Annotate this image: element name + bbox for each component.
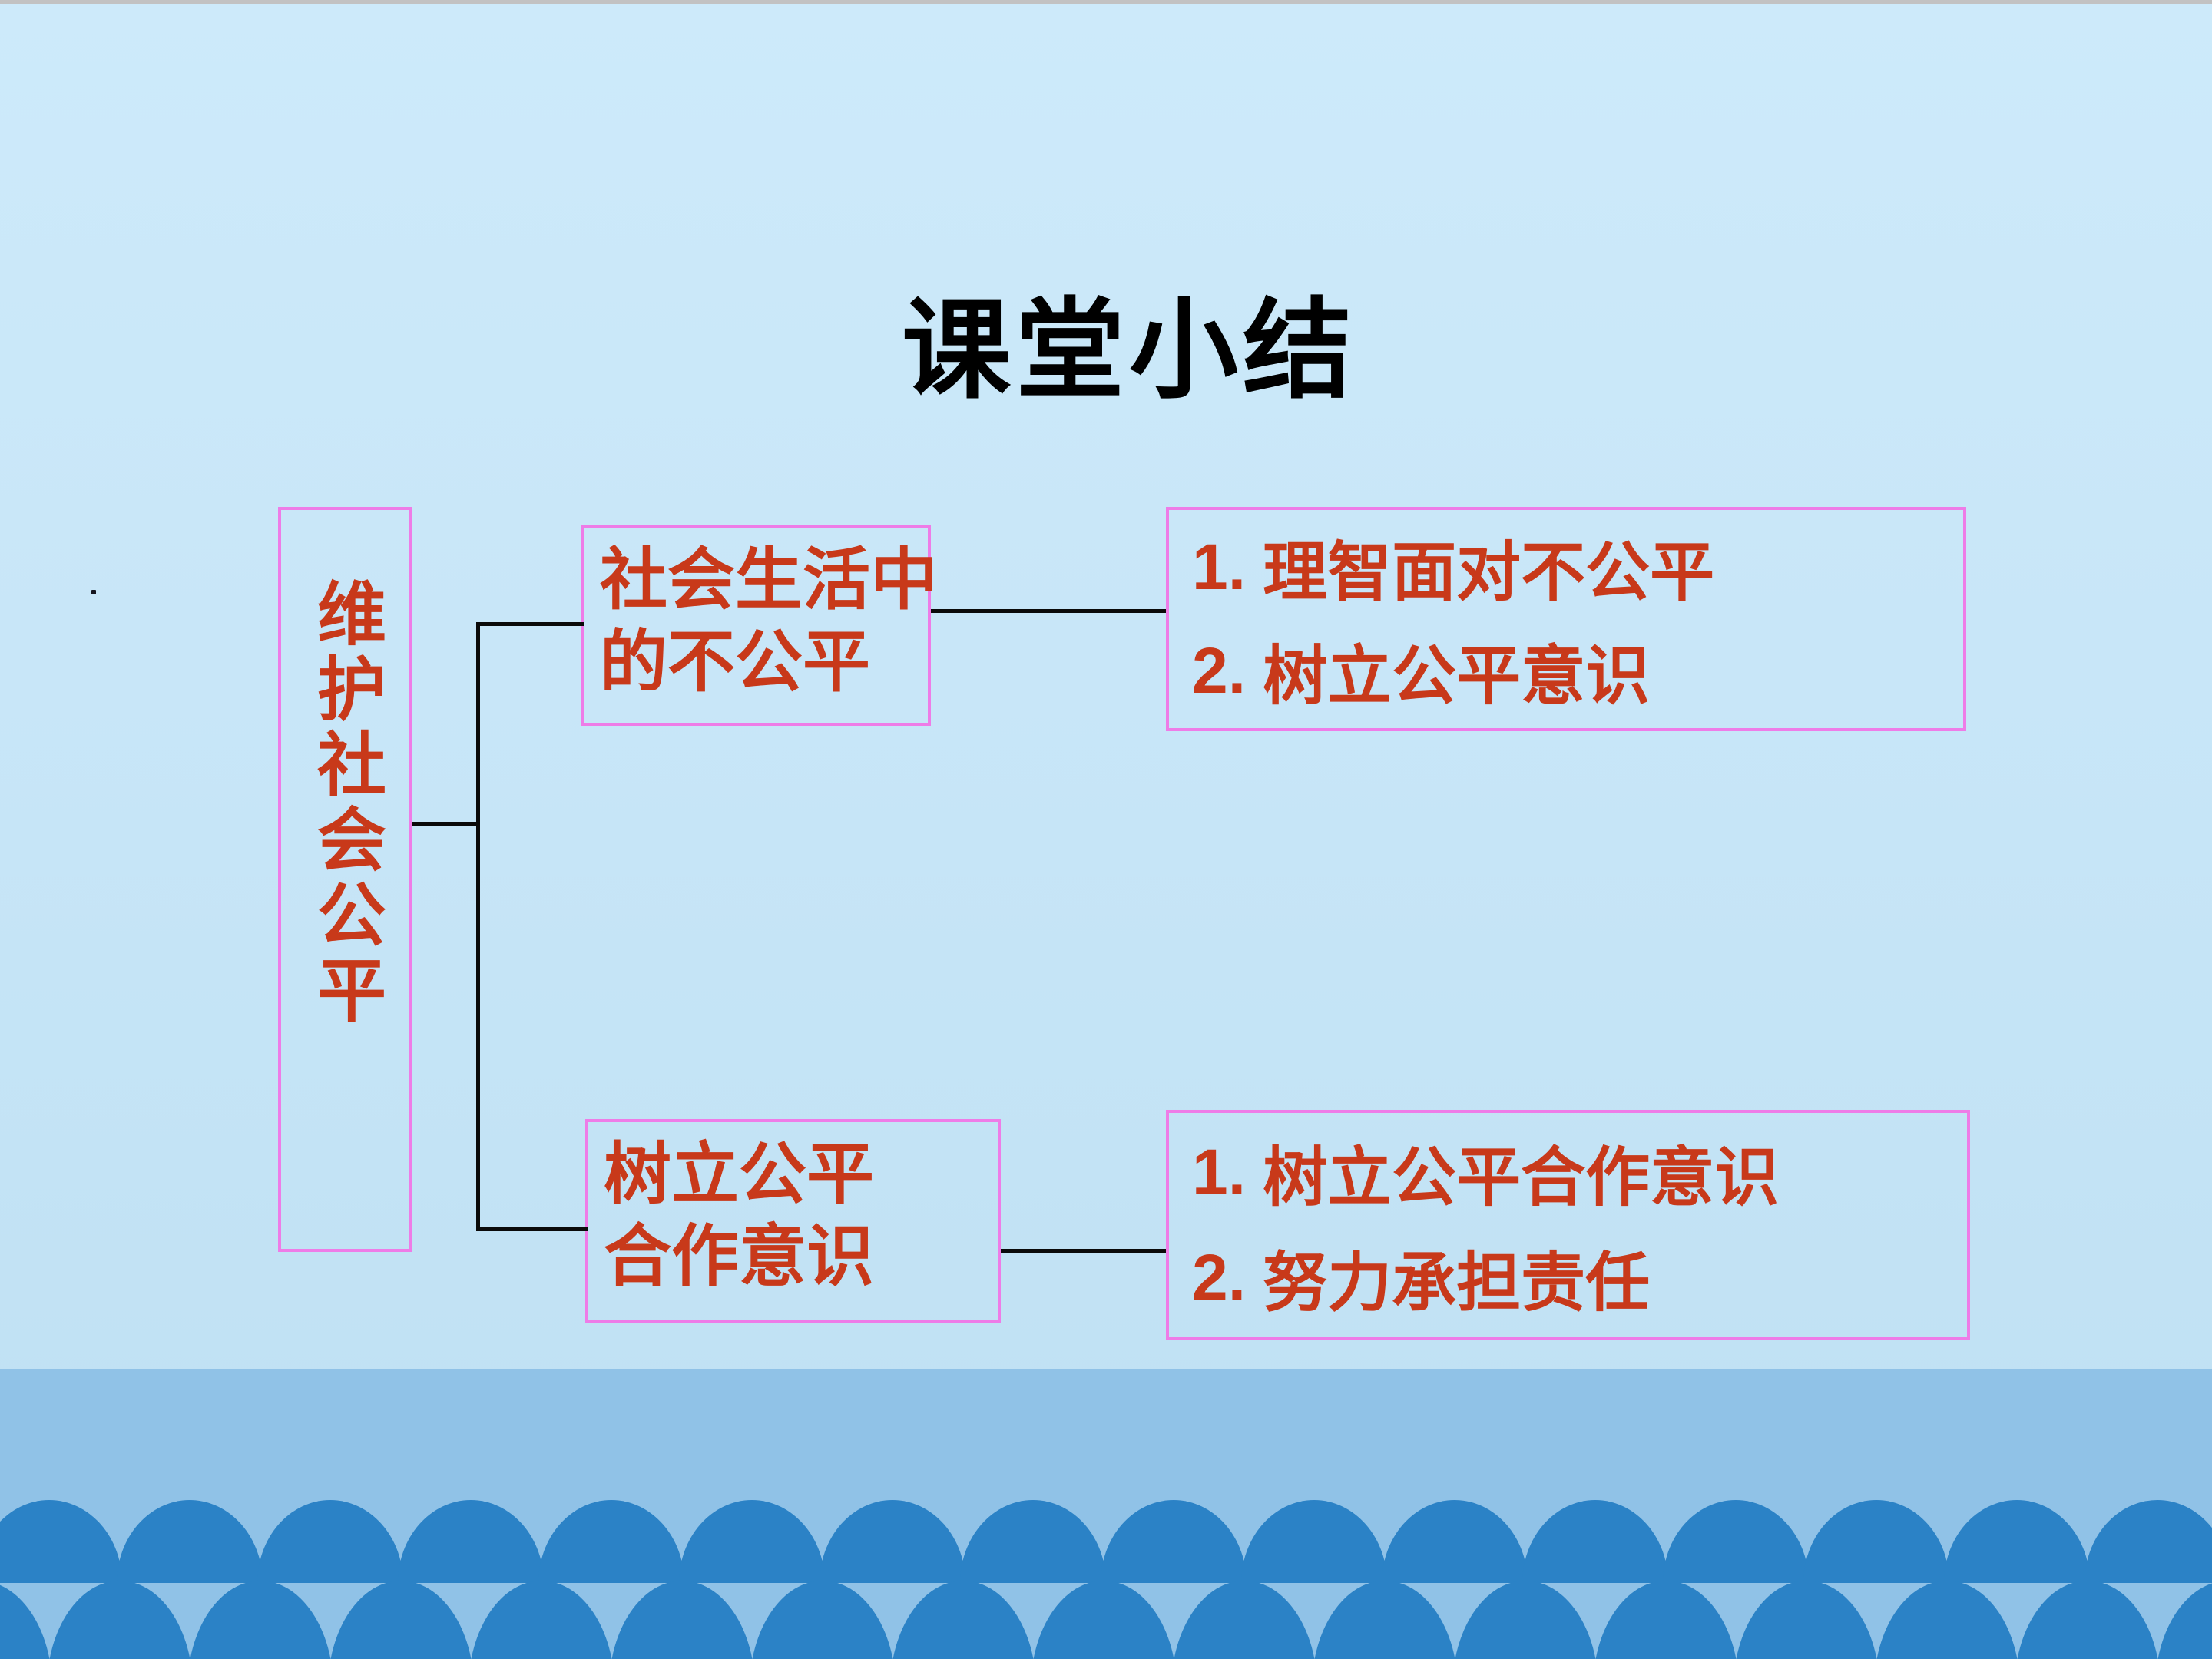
item-text: 努力承担责任 (1263, 1247, 1651, 1320)
branch2-node-box: 树立公平 合作意识 (585, 1119, 1001, 1323)
wave-dome (1593, 1581, 1739, 1659)
connector-branch2-to-details (1001, 1249, 1166, 1253)
wave-dome (820, 1500, 965, 1583)
root-node-label: 维护社会公平 (306, 578, 383, 1029)
branch1-node-line1: 社会生活中 (600, 541, 939, 618)
branch1-detail-item1: 1. 理智面对不公平 (1192, 521, 1963, 614)
wave-dome (398, 1500, 544, 1583)
wave-dome (1522, 1500, 1668, 1583)
wave-dome (960, 1500, 1106, 1583)
root-node-box: 维护社会公平 (278, 507, 412, 1252)
slide-title: 课堂小结 (902, 290, 1356, 412)
connector-root-to-trunk (412, 822, 479, 826)
item-number: 1. (1192, 531, 1247, 603)
wave-dome (2015, 1581, 2161, 1659)
wave-dome (750, 1581, 896, 1659)
wave-dome (890, 1581, 1036, 1659)
wave-dome (538, 1500, 684, 1583)
item-text: 理智面对不公平 (1263, 536, 1715, 608)
wave-dome (469, 1581, 614, 1659)
wave-dome (1101, 1500, 1247, 1583)
wave-dome (1734, 1581, 1879, 1659)
wave-dome (1031, 1581, 1177, 1659)
wave-dome (1312, 1581, 1458, 1659)
wave-dome (2085, 1500, 2212, 1583)
connector-trunk-to-branch2 (476, 1227, 588, 1231)
wave-dome (0, 1500, 122, 1583)
wave-dome (257, 1500, 403, 1583)
item-text: 树立公平意识 (1263, 640, 1651, 712)
branch1-node-box: 社会生活中 的不公平 (581, 525, 939, 726)
item-number: 2. (1192, 1241, 1247, 1314)
branch1-detail-box: 1. 理智面对不公平 2. 树立公平意识 (1166, 507, 1966, 731)
top-gray-strip (0, 0, 2212, 4)
wave-dome (609, 1581, 755, 1659)
item-number: 1. (1192, 1135, 1247, 1208)
connector-branch1-to-details (931, 609, 1166, 613)
wave-dome (1241, 1500, 1387, 1583)
branch2-detail-item2: 2. 努力承担责任 (1192, 1231, 1967, 1324)
wave-dome (1171, 1581, 1317, 1659)
branch1-node-line2: 的不公平 (600, 624, 871, 700)
branch2-detail-item1: 1. 树立公平合作意识 (1192, 1126, 1967, 1219)
branch2-node-line2: 合作意识 (604, 1218, 875, 1295)
item-number: 2. (1192, 634, 1247, 707)
footer-wave (0, 1369, 2212, 1659)
wave-dome (187, 1581, 333, 1659)
wave-dome (1874, 1581, 2020, 1659)
stray-dot (91, 590, 96, 594)
branch2-node-line1: 树立公平 (604, 1136, 875, 1212)
connector-trunk-to-branch1 (476, 622, 584, 626)
wave-dome (2155, 1581, 2212, 1659)
branch1-detail-item2: 2. 树立公平意识 (1192, 624, 1963, 717)
wave-dome (47, 1581, 193, 1659)
wave-dome (1452, 1581, 1598, 1659)
wave-dome (679, 1500, 825, 1583)
wave-dome (328, 1581, 474, 1659)
wave-dome (1944, 1500, 2090, 1583)
wave-dome (1803, 1500, 1949, 1583)
connector-trunk-vertical (476, 622, 480, 1231)
item-text: 树立公平合作意识 (1263, 1141, 1780, 1214)
wave-dome (1382, 1500, 1528, 1583)
wave-dome (117, 1500, 263, 1583)
wave-dome (0, 1581, 52, 1659)
wave-dome (1663, 1500, 1809, 1583)
branch2-detail-box: 1. 树立公平合作意识 2. 努力承担责任 (1166, 1110, 1970, 1340)
